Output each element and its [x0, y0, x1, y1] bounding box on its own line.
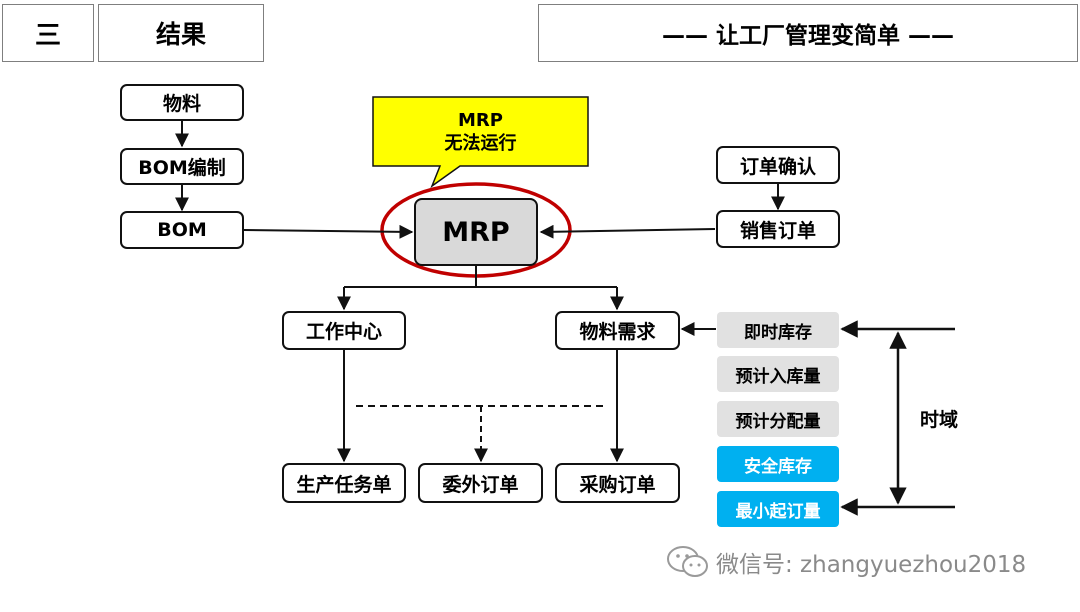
callout-line2: 无法运行	[444, 133, 517, 154]
node-production-order: 生产任务单	[282, 463, 406, 503]
time-domain-label: 时域	[920, 409, 959, 431]
node-work-center: 工作中心	[282, 311, 406, 350]
inv-expected-receipt: 预计入库量	[717, 356, 839, 392]
callout-line1: MRP	[458, 110, 503, 131]
node-sales-order: 销售订单	[716, 210, 840, 248]
section-title: 结果	[98, 4, 264, 62]
wechat-icon	[667, 546, 708, 577]
node-outsource-order: 委外订单	[418, 463, 543, 503]
callout-shape	[372, 96, 589, 189]
inv-expected-allocation: 预计分配量	[717, 401, 839, 437]
node-bom: BOM	[120, 211, 244, 249]
inv-on-hand: 即时库存	[717, 312, 839, 348]
inv-min-order-qty: 最小起订量	[717, 491, 839, 527]
watermark-text: 微信号: zhangyuezhou2018	[716, 552, 1027, 578]
node-bom-compile: BOM编制	[120, 148, 244, 185]
arrow-bom-to-mrp	[243, 224, 414, 239]
node-order-confirm: 订单确认	[716, 146, 840, 184]
node-mrp: MRP	[414, 198, 538, 266]
inv-safety-stock: 安全库存	[717, 446, 839, 482]
mrp-callout: MRP 无法运行	[375, 100, 586, 164]
node-material-demand: 物料需求	[555, 311, 680, 350]
node-purchase-order: 采购订单	[555, 463, 680, 503]
section-number: 三	[2, 4, 94, 62]
watermark: 微信号: zhangyuezhou2018	[666, 545, 1026, 579]
node-material: 物料	[120, 84, 244, 121]
arrow-sales-to-mrp	[539, 224, 716, 239]
slogan-banner: —— 让工厂管理变简单 ——	[538, 4, 1078, 62]
